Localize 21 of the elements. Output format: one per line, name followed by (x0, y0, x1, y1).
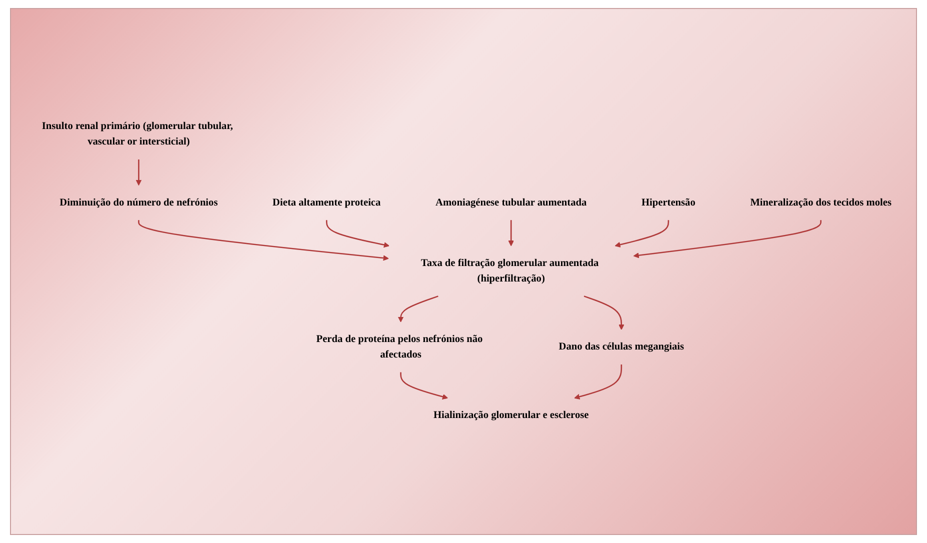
arrow (574, 365, 622, 400)
node-text: Dieta altamente proteica (272, 197, 381, 208)
node-text: Hialinização glomerular e esclerose (433, 410, 589, 422)
diagram-background: Insulto renal primário (glomerular tubular, vascular or intersticial) Diminuição do número de nefrónios Dieta altamente proteica Amoniagénese tubular aumentada Hipertensão Mineralização dos tecidos moles Taxa de filtração glomerular aumentada (hiperfiltração) Perda de proteína pelos nefrónios não afectados Dano das células megangiais Hialinização glomerular e esclerose (10, 8, 917, 535)
arrow (633, 220, 822, 259)
arrow (614, 220, 670, 248)
arrow (398, 296, 438, 323)
arrow (136, 160, 142, 186)
node-text: Dano das células megangiais (558, 342, 684, 353)
node-text: Insulto renal primário (glomerular tubular, vascular or intersticial) (42, 121, 233, 148)
arrow (326, 220, 390, 248)
arrow (584, 296, 624, 330)
node-text: Amoniagénese tubular aumentada (436, 197, 587, 208)
node-text: Mineralização dos tecidos moles (750, 197, 892, 208)
node-text: Hipertensão (641, 197, 696, 208)
node-text: Taxa de filtração glomerular aumentada (hiperfiltração) (420, 258, 599, 284)
node-text: Perda de proteína pelos nefrónios não afectados (316, 334, 483, 360)
arrow (138, 220, 389, 262)
arrow (508, 220, 514, 247)
node-text: Diminuição do número de nefrónios (60, 197, 218, 208)
arrow (400, 372, 448, 400)
